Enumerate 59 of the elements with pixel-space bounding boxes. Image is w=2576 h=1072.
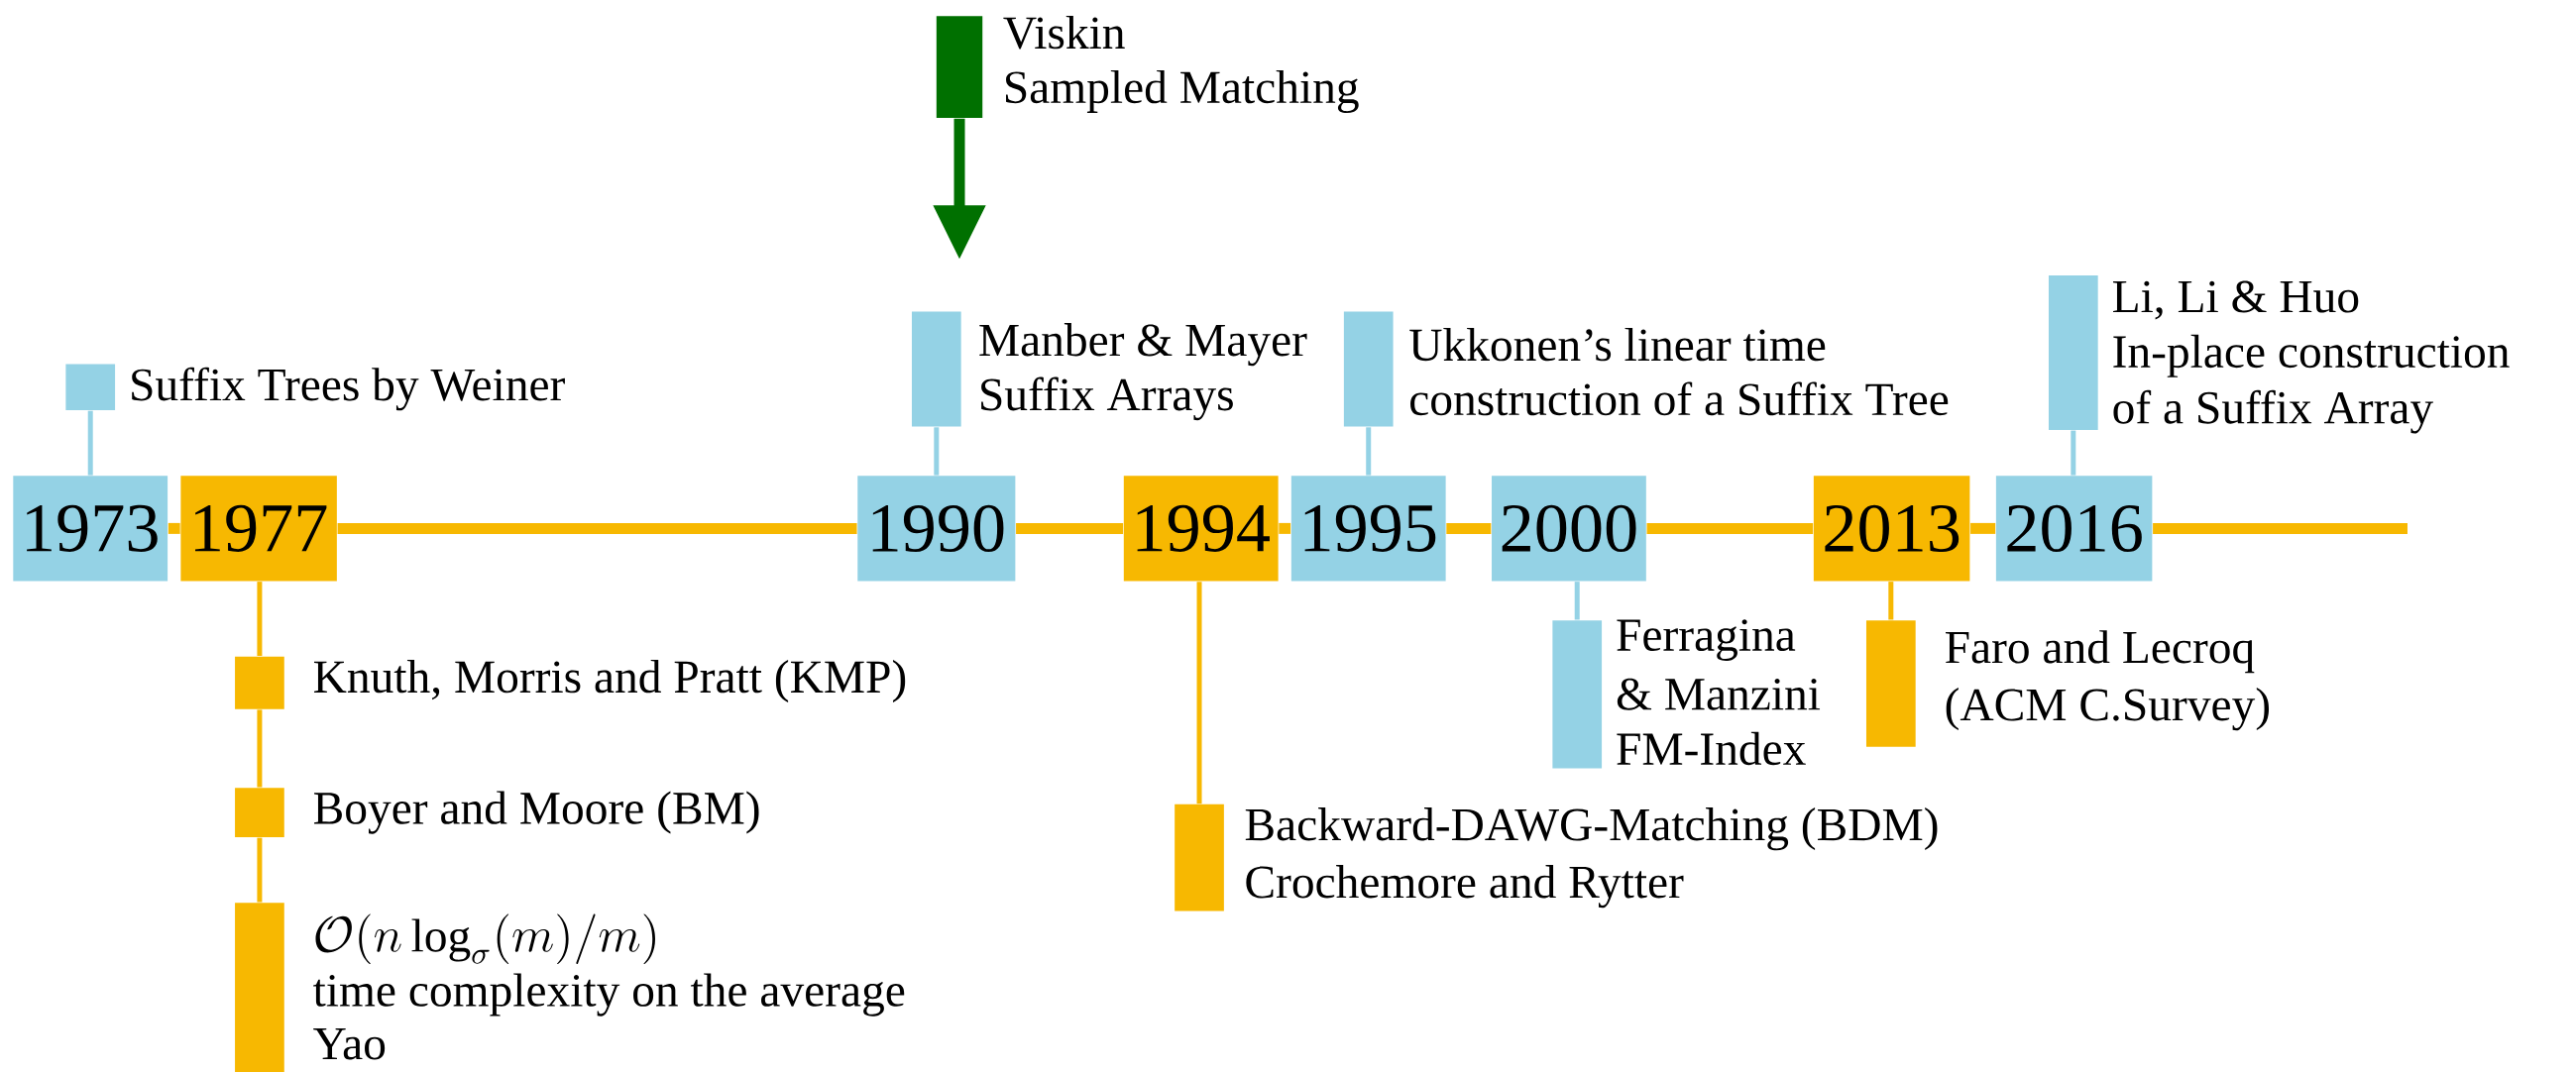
timeline-line [1970, 522, 1996, 534]
event-text: Ukkonen’s linear time [1409, 328, 1826, 362]
event-bar [235, 903, 284, 1072]
event-text: FM-Index [1617, 731, 1806, 766]
timeline-line [337, 522, 857, 534]
connector-line [257, 709, 263, 788]
event-text: Faro and Lecroq [1946, 630, 2255, 674]
event-text: Sampled Matching [1006, 69, 1359, 114]
event-bar [1552, 620, 1603, 769]
event-text: (ACM C.Survey) [1946, 688, 2269, 731]
connector-line [87, 410, 93, 476]
event-text: time complexity on the average [313, 973, 905, 1017]
year-box: 2013 [1813, 476, 1970, 582]
event-bar [235, 656, 284, 709]
year-box: 1995 [1290, 476, 1446, 582]
event-bar [235, 788, 284, 837]
year-box: 2016 [1995, 476, 2153, 582]
timeline-line [1016, 522, 1124, 534]
event-bar [1865, 620, 1916, 747]
connector-line [1196, 582, 1202, 804]
connector-line [257, 582, 263, 656]
timeline-line [168, 522, 180, 534]
event-bar [912, 311, 961, 427]
event-text: construction of a Suffix Tree [1410, 381, 1949, 416]
event-text: Suffix Arrays [981, 376, 1233, 421]
event-text: Ferragina [1617, 619, 1796, 661]
connector-line [1366, 427, 1372, 476]
event-text: & Manzini [1617, 678, 1821, 710]
event-bar [1175, 804, 1224, 911]
event-text: In-place construction [2113, 334, 2510, 377]
connector-line [934, 427, 940, 476]
connector-line [1574, 582, 1580, 620]
timeline-line [1446, 522, 1492, 534]
year-box: 1973 [13, 476, 168, 582]
event-text: Yao [313, 1028, 386, 1060]
connector-line [2071, 430, 2076, 476]
event-text: Suffix Trees by Weiner [132, 367, 565, 411]
timeline-line [1279, 522, 1291, 534]
timeline-line [1646, 522, 1814, 534]
event-text: Manber & Mayer [979, 323, 1307, 367]
year-box: 1994 [1123, 476, 1279, 582]
event-text: Backward-DAWG-Matching (BDM) [1245, 807, 1938, 851]
formula: $\mathcal{O}(n\log_{\sigma}(m)/m)$ [315, 913, 655, 964]
event-bar [65, 364, 116, 410]
timeline-line [2153, 522, 2408, 534]
event-text: Boyer and Moore (BM) [314, 791, 759, 834]
connector-line [257, 837, 263, 903]
event-text: of a Suffix Array [2113, 389, 2433, 434]
year-box: 1977 [180, 476, 337, 582]
event-bar [1343, 311, 1394, 427]
event-bar [2049, 275, 2098, 430]
connector-line [1888, 582, 1894, 620]
event-text: Crochemore and Rytter [1246, 865, 1684, 909]
event-text: Viskin [1003, 15, 1125, 50]
year-box: 2000 [1492, 476, 1646, 582]
event-text: Li, Li & Huo [2113, 280, 2359, 320]
event-bar [936, 16, 983, 118]
year-box: 1990 [857, 476, 1016, 582]
event-text: Knuth, Morris and Pratt (KMP) [314, 660, 906, 702]
